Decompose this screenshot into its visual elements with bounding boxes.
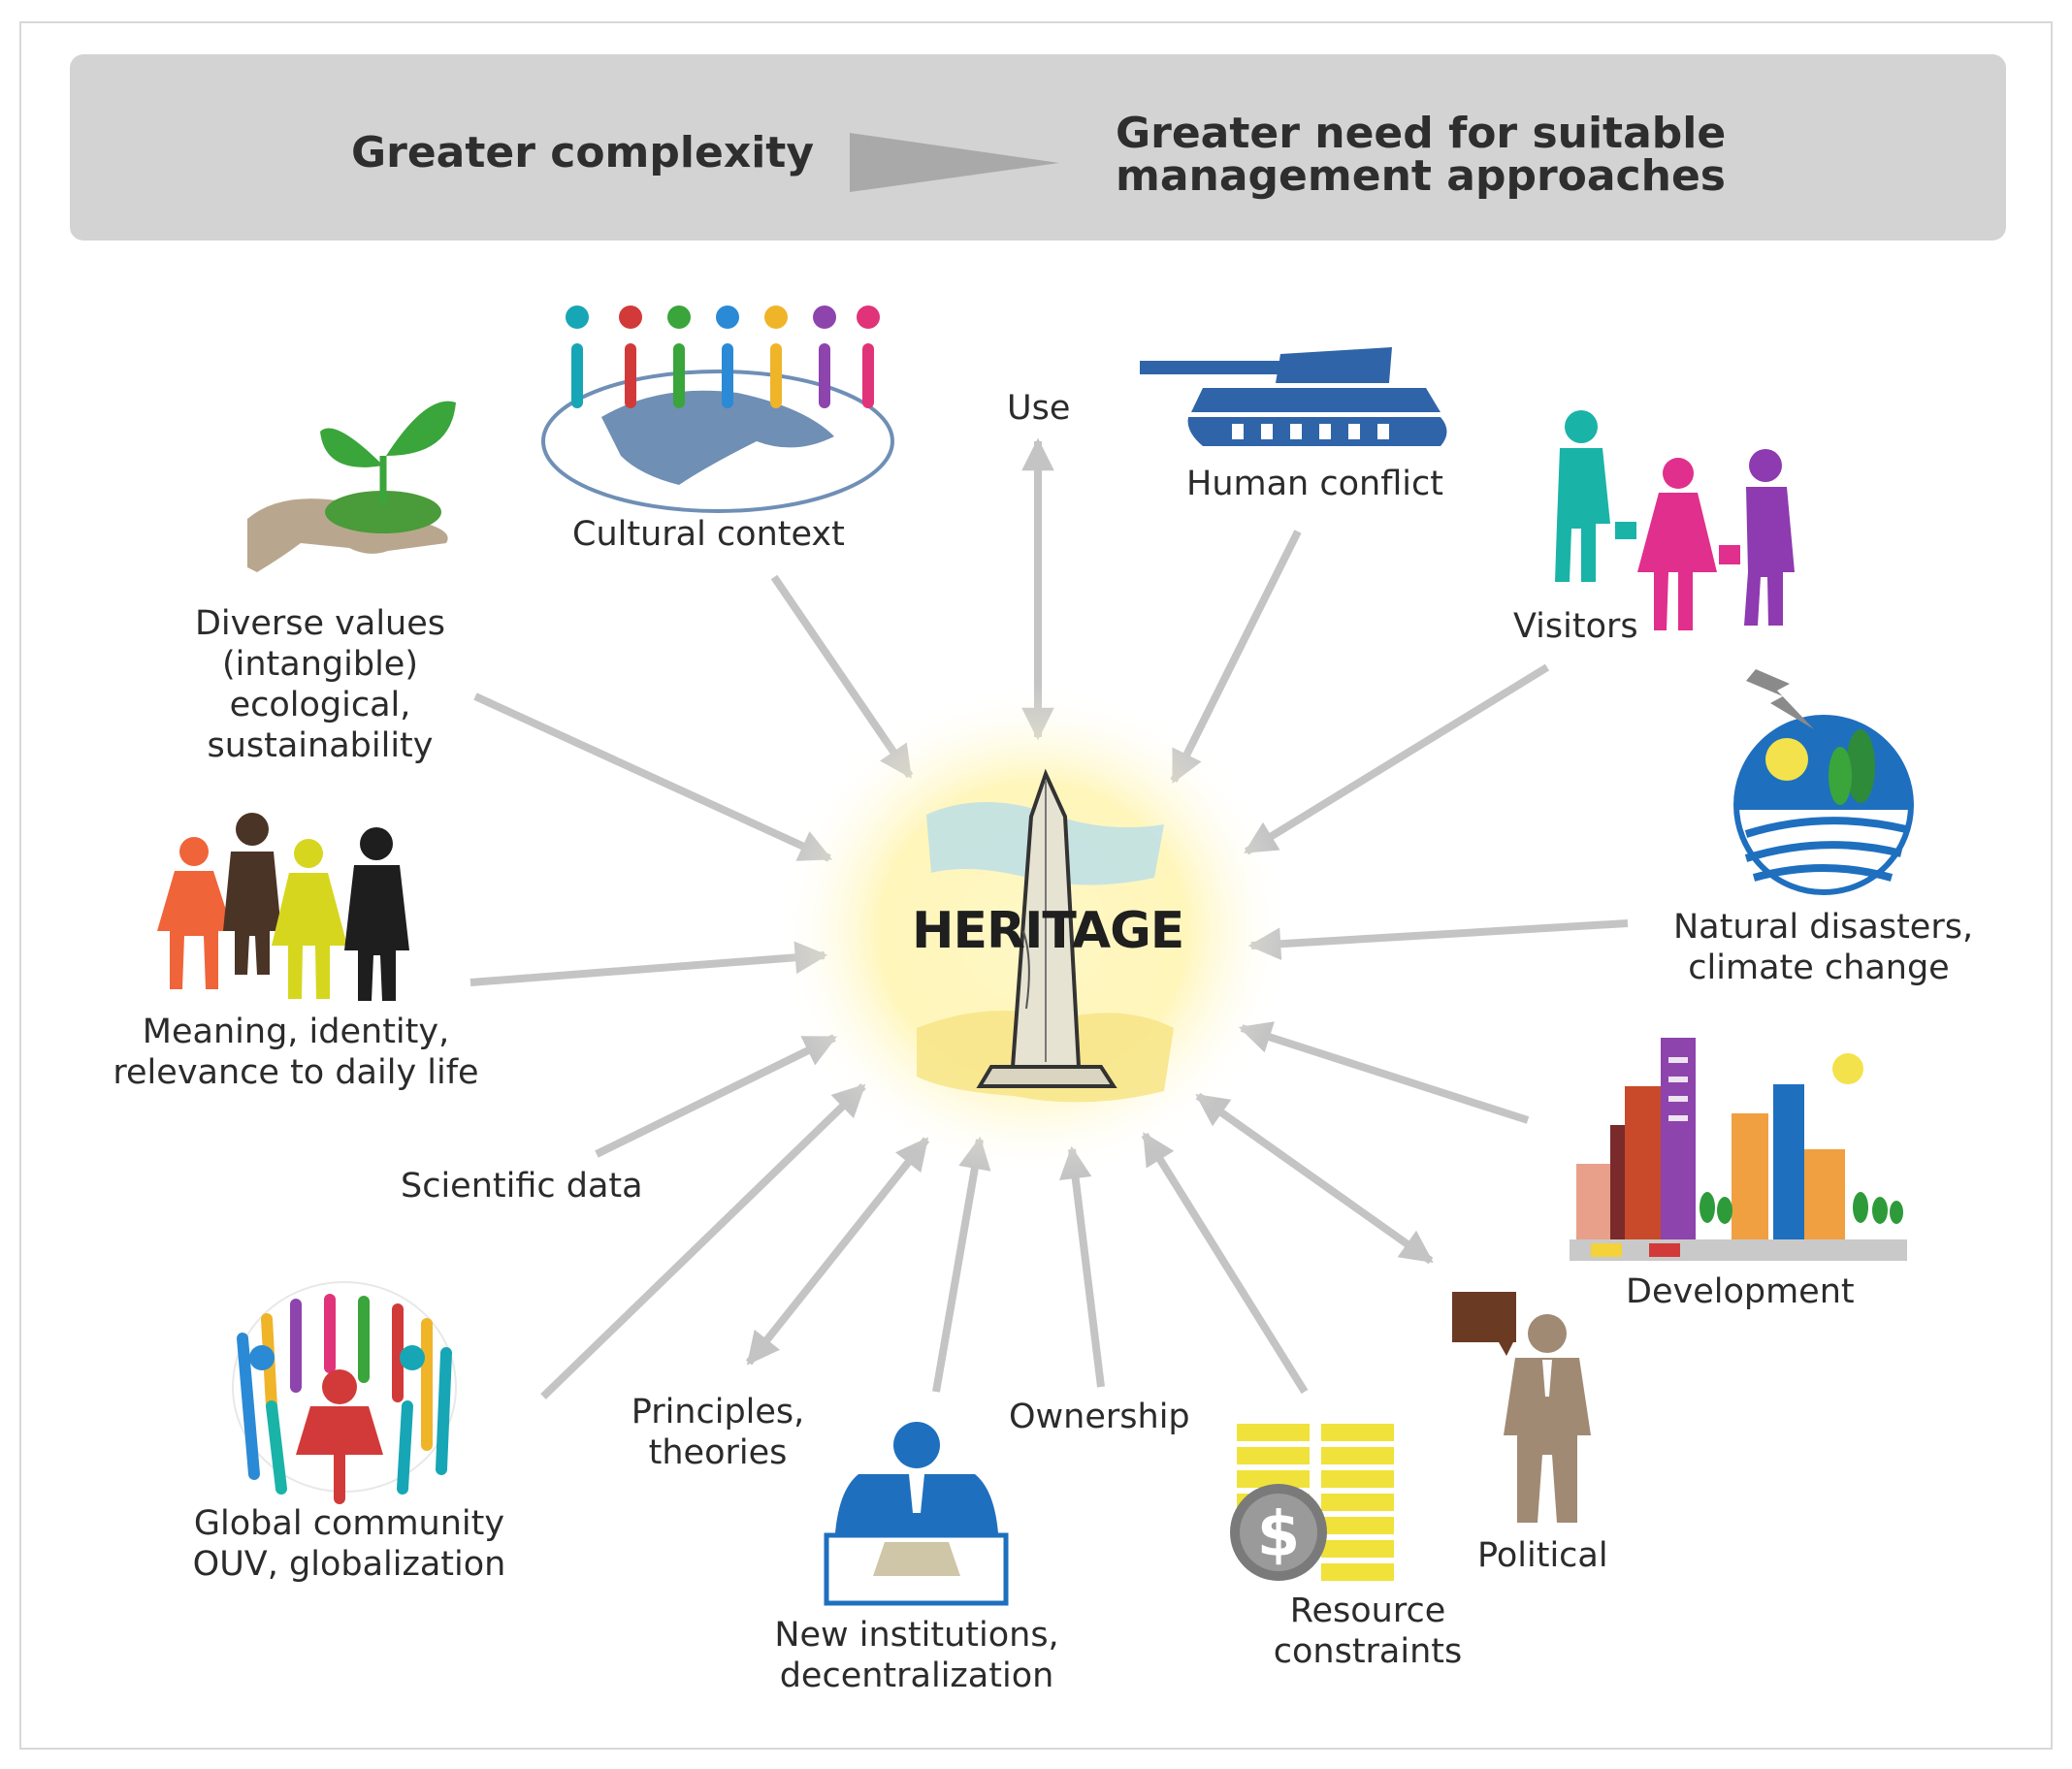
arrow-scientific-data	[595, 1034, 838, 1158]
coins-icon: $	[1230, 1424, 1394, 1581]
arrow-principles	[745, 1137, 930, 1366]
label-diverse-values-line2: (intangible)	[222, 645, 418, 684]
banner-right-line1: Greater need for suitable	[1116, 109, 1727, 158]
label-diverse-values: Diverse values (intangible) ecological, …	[194, 603, 446, 766]
family-icon	[157, 813, 409, 1001]
label-cultural-context: Cultural context	[572, 515, 845, 554]
header-banner	[70, 54, 2006, 241]
label-principles-theories: Principles, theories	[631, 1392, 805, 1473]
arrow-ownership	[1058, 1145, 1105, 1388]
monument-icon	[976, 768, 1117, 1088]
tank-icon	[1140, 347, 1447, 446]
arrow-visitors	[1244, 663, 1550, 855]
weather-icon	[1733, 669, 1914, 895]
banner-right-line2: management approaches	[1116, 151, 1726, 201]
label-use: Use	[1007, 389, 1071, 428]
label-meaning-identity: Meaning, identity, relevance to daily li…	[112, 1012, 480, 1093]
label-diverse-values-line1: Diverse values	[194, 604, 446, 643]
label-human-conflict: Human conflict	[1186, 465, 1443, 503]
label-principles-line2: theories	[648, 1433, 788, 1472]
label-natural-disasters-line1: Natural disasters,	[1673, 908, 1974, 947]
banner-left-text: Greater complexity	[351, 128, 814, 177]
label-diverse-values-line3: ecological,	[229, 686, 411, 724]
arrow-new-institutions	[932, 1136, 991, 1393]
arrow-natural-disasters	[1247, 919, 1629, 960]
label-resource-constraints: Resource constraints	[1271, 1591, 1465, 1672]
label-development: Development	[1626, 1272, 1855, 1311]
arrow-meaning-identity	[469, 941, 828, 986]
label-ownership: Ownership	[1009, 1398, 1190, 1436]
label-visitors: Visitors	[1513, 607, 1638, 646]
people-on-globe-icon	[541, 306, 894, 513]
city-icon	[1570, 1038, 1907, 1261]
label-resource-constraints-line1: Resource	[1289, 1592, 1446, 1630]
label-new-institutions: New institutions, decentralization	[771, 1615, 1062, 1696]
label-resource-constraints-line2: constraints	[1273, 1632, 1463, 1671]
label-new-institutions-line2: decentralization	[779, 1656, 1054, 1695]
arrow-resource-constraints	[1141, 1132, 1309, 1395]
label-meaning-identity-line2: relevance to daily life	[113, 1053, 479, 1092]
label-natural-disasters: Natural disasters, climate change	[1673, 907, 1974, 988]
label-natural-disasters-line2: climate change	[1688, 949, 1950, 987]
label-global-community-line1: Global community	[193, 1504, 505, 1543]
label-global-community-line2: OUV, globalization	[192, 1545, 506, 1584]
label-diverse-values-line4: sustainability	[207, 726, 434, 765]
label-political: Political	[1477, 1536, 1608, 1575]
label-principles-line1: Principles,	[631, 1393, 805, 1431]
politician-icon	[1452, 1292, 1591, 1523]
plant-in-hand-icon	[247, 401, 456, 572]
office-worker-icon	[824, 1422, 1009, 1606]
arrow-political	[1195, 1092, 1434, 1265]
banner-right-text: Greater need for suitable management app…	[1116, 113, 1726, 198]
label-scientific-data: Scientific data	[401, 1167, 643, 1206]
label-global-community: Global community OUV, globalization	[184, 1503, 514, 1585]
svg-text:$: $	[1257, 1499, 1301, 1571]
arrow-development	[1238, 1021, 1530, 1124]
label-new-institutions-line1: New institutions,	[774, 1616, 1059, 1655]
heritage-label: HERITAGE	[912, 902, 1184, 960]
arrow-global-community	[540, 1083, 866, 1399]
people-circle-icon	[232, 1281, 457, 1504]
visitors-icon	[1555, 410, 1795, 630]
arrow-diverse-values	[473, 692, 833, 862]
banner-arrow-icon	[850, 133, 1059, 192]
label-meaning-identity-line1: Meaning, identity,	[142, 1013, 450, 1051]
